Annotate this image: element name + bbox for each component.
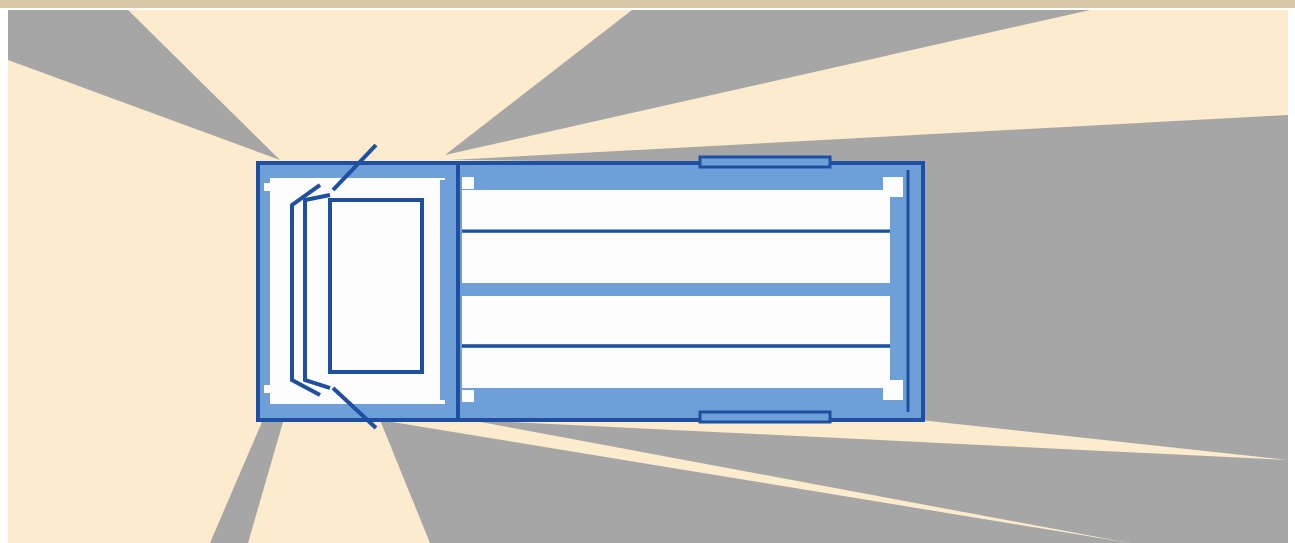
cargo-panel-2 (462, 233, 890, 283)
cab-front-edge (290, 183, 322, 397)
cargo-panel-1 (462, 190, 890, 230)
rear-light-bottom (883, 380, 903, 400)
mirror-top (331, 143, 378, 192)
rear-light-top (883, 177, 903, 197)
cargo-panel-4 (462, 348, 890, 388)
blind-spot-front-low (380, 420, 1130, 543)
cab-roof (328, 198, 424, 374)
blind-spots (8, 10, 1288, 543)
windshield (303, 193, 331, 390)
blind-spot-left-side (470, 420, 1288, 543)
cargo-panel-3 (462, 296, 890, 344)
blind-spot-front-right-upper (445, 10, 1090, 155)
cab-back-wall (440, 180, 454, 400)
truck-icon (256, 143, 925, 430)
blind-spot-front-left (8, 10, 280, 160)
trailer-top-bump (698, 155, 832, 169)
headlight-top (264, 183, 272, 191)
trailer-bottom-bump (698, 410, 832, 424)
headlight-bottom (264, 385, 272, 393)
front-corner-bottom (462, 390, 474, 402)
blind-spot-front-left-low (210, 415, 285, 543)
top-band (0, 0, 1295, 8)
blind-spot-rear (920, 160, 1288, 460)
front-corner-top (462, 177, 474, 189)
mirror-bottom (331, 386, 378, 430)
